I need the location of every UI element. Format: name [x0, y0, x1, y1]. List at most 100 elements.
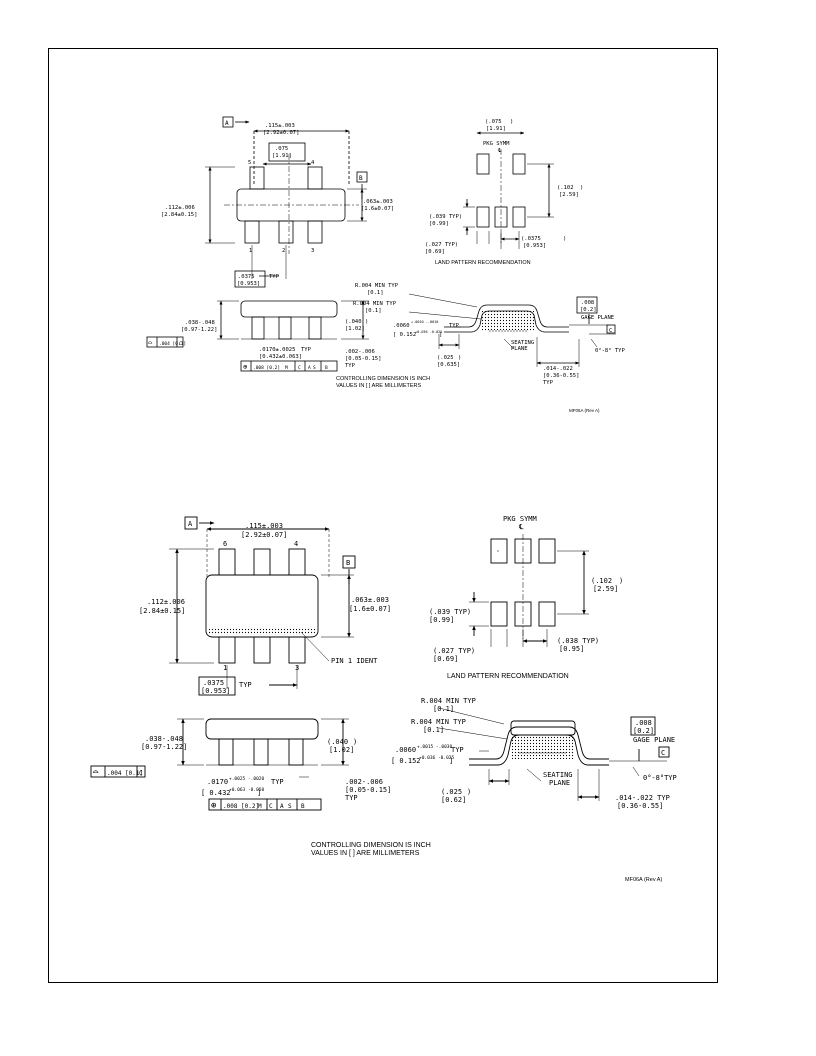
side2-lead-mm: [ 0.432: [201, 789, 231, 797]
land2-pad-w-mm: [0.99]: [429, 616, 454, 624]
bottom-lead-profile-outer: [469, 726, 609, 760]
land-pad-w-mm: [0.99]: [429, 221, 449, 227]
ctrl-line-1: CONTROLLING DIMENSION IS INCH: [336, 376, 430, 382]
land-symm: PKG SYMM: [483, 141, 510, 147]
side-max-close: ): [365, 319, 368, 325]
fcf2-tol: .008 [0.2]: [223, 803, 259, 810]
datum-b-box-2: [342, 555, 356, 569]
land2-row-close: ): [619, 577, 623, 585]
side-ht-in: .038-.048: [185, 320, 215, 326]
side2-max-close: ): [353, 738, 357, 746]
pitch2-mm: [1.91]: [272, 153, 292, 159]
side-lead-typ: TYP: [301, 347, 312, 353]
pin-1-label: 1: [249, 248, 252, 254]
pin-1-label-2: 1: [223, 664, 227, 672]
side-ht-mm: [0.97-1.22]: [181, 327, 217, 333]
body-in: .063±.003: [363, 199, 393, 205]
datum-c-box-2: [658, 746, 670, 758]
flatness-fcf-2: [90, 765, 146, 778]
bottom-lead-4: [288, 548, 306, 576]
land-span-close: ): [510, 119, 513, 125]
bottom-lead-5: [253, 548, 271, 576]
top-lead-profile-outer: [444, 304, 569, 328]
body-mm: [1.6±0.07]: [361, 206, 394, 212]
top-lead-1: [244, 220, 260, 244]
detail-foot-mm: [0.635]: [437, 362, 460, 368]
top-land-pattern: [463, 131, 554, 249]
flat-datum-2: C: [139, 770, 143, 777]
land2-cl: ℄: [518, 523, 524, 531]
ctrl-line-2: VALUES IN [ ] ARE MILLIMETERS: [336, 383, 422, 389]
land-pitch-in: (.0375: [521, 236, 541, 242]
detail-thk-tol: +.0010 -.0010: [411, 320, 438, 324]
land2-pad-l-in: (.027 TYP): [433, 647, 475, 655]
side-lead-mm: [0.432±0.063]: [259, 354, 302, 360]
position-icon-2: ⊕: [211, 801, 216, 811]
height-mm: [2.84±0.15]: [161, 212, 197, 218]
detail2-thk-mm-tol: +0.036 -0.025: [419, 755, 455, 761]
fcf-m: M: [285, 365, 288, 371]
flat-datum: C: [179, 341, 182, 347]
pitch-mm: [0.953]: [237, 281, 260, 287]
top-side-lead-3: [308, 316, 322, 340]
flat-tol-2: .004 [0.1]: [107, 770, 143, 777]
gage2-in: .008: [635, 719, 652, 727]
land2-row-in: (.102: [591, 577, 612, 585]
datum-c-box: [606, 324, 616, 334]
bottom-lead-3: [288, 636, 306, 664]
bottom-detail-body: [510, 720, 576, 736]
detail-thk-in: .0060: [393, 323, 410, 329]
detail-r1-in: R.004 MIN TYP: [355, 283, 399, 289]
land-pitch-mm: [0.953]: [523, 243, 546, 249]
standoff2-typ: TYP: [345, 794, 358, 802]
side2-lead-in: .0170: [207, 778, 228, 786]
detail-ll-in: .014-.022: [543, 366, 573, 372]
top-side-lead-1: [251, 316, 265, 340]
side-lead-in: .0170±.0025: [259, 347, 295, 353]
land-cl: ℄: [497, 148, 502, 154]
fcf-tol: .008 [0.2]: [253, 365, 280, 371]
land2-pad-u1: [490, 538, 508, 564]
datum-c-label: C: [609, 328, 612, 334]
pitch-typ: TYP: [269, 274, 280, 280]
datum-b-label: B: [359, 175, 363, 182]
seating2-2: PLANE: [549, 779, 570, 787]
datum-c-label-2: C: [661, 749, 665, 757]
pitch-in-2: .0375: [203, 679, 224, 687]
top-side-lead-2: [278, 316, 292, 340]
detail-thk-mm: [ 0.152: [393, 332, 416, 338]
pin-4-label-2: 4: [294, 540, 298, 548]
pin-3-label: 3: [311, 248, 314, 254]
bottom-drawing-labels: A .115±.003 [2.92±0.07] 6 4 1 3 B .112±.…: [93, 515, 677, 883]
flatness-fcf: [146, 336, 184, 348]
detail-thk-close: ]: [439, 332, 442, 338]
detail2-r2-in: R.004 MIN TYP: [411, 718, 466, 726]
position-icon: ⊕: [243, 363, 248, 371]
fcf2-s: S: [288, 803, 292, 810]
top-package-view: [205, 116, 368, 288]
rev-label: MF05A (Rev A): [569, 408, 600, 413]
pin-3-label-2: 3: [295, 664, 299, 672]
mechanical-drawing: A .115±.003 [2.92±0.07] .075 [1.91] 5 4 …: [90, 116, 677, 883]
flatness-icon-2: ⌓: [93, 768, 99, 778]
land-pad-w-in: (.039 TYP): [429, 214, 462, 220]
datum-a-label-2: A: [188, 520, 193, 528]
top-lead-4: [307, 166, 323, 190]
pitch-box-2: [198, 676, 236, 696]
pin1-ident-band: [209, 627, 315, 635]
fcf2-a: A: [280, 803, 284, 810]
gage-box: [576, 296, 598, 314]
land2-pad-l1: [490, 601, 508, 627]
side2-max-mm: [1.02]: [329, 746, 354, 754]
body-mm-2: [1.6±0.07]: [349, 605, 391, 613]
bottom-drawing: [90, 516, 670, 811]
detail2-thk-mm: [ 0.152: [391, 757, 421, 765]
land-caption: LAND PATTERN RECOMMENDATION: [435, 260, 531, 266]
top-lead-detail: [408, 293, 616, 367]
height-in-2: .112±.006: [147, 598, 185, 606]
seating-1: SEATING: [511, 340, 534, 346]
pin-4-label: 4: [311, 160, 315, 166]
detail2-ll-in: .014-.022 TYP: [615, 794, 670, 802]
fcf-a: A: [308, 365, 311, 371]
pitch-mm-2: [0.953]: [201, 687, 231, 695]
